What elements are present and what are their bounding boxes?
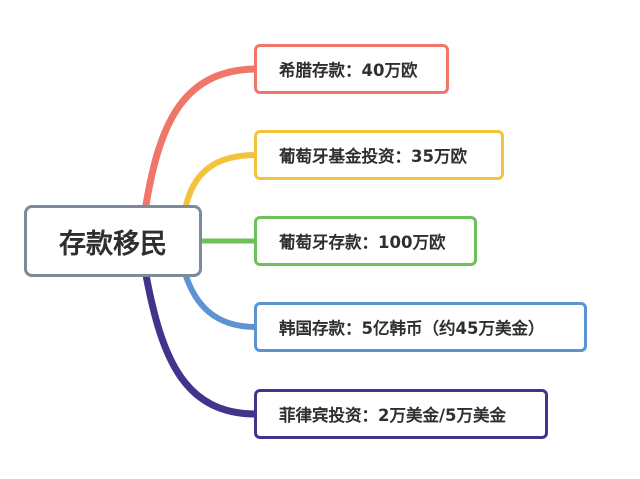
topic-portugal-deposit[interactable]: 葡萄牙存款：100万欧: [254, 216, 477, 266]
branch-line-0: [142, 65, 260, 209]
branch-line-1: [182, 152, 259, 213]
topic-label: 韩国存款：5亿韩币（约45万美金）: [279, 319, 545, 338]
branch-line-4: [142, 271, 260, 418]
topic-label: 菲律宾投资：2万美金/5万美金: [279, 406, 506, 425]
topic-label: 希腊存款：40万欧: [279, 61, 418, 80]
topic-korea-deposit[interactable]: 韩国存款：5亿韩币（约45万美金）: [254, 302, 587, 352]
central-topic-label: 存款移民: [59, 228, 167, 260]
central-topic[interactable]: 存款移民: [24, 205, 202, 277]
topic-label: 葡萄牙基金投资：35万欧: [279, 147, 467, 166]
topic-portugal-fund-investment[interactable]: 葡萄牙基金投资：35万欧: [254, 130, 504, 180]
topic-greece-deposit[interactable]: 希腊存款：40万欧: [254, 44, 449, 94]
topic-philippines-investment[interactable]: 菲律宾投资：2万美金/5万美金: [254, 389, 548, 439]
topic-label: 葡萄牙存款：100万欧: [279, 233, 446, 252]
branch-line-3: [182, 270, 259, 330]
